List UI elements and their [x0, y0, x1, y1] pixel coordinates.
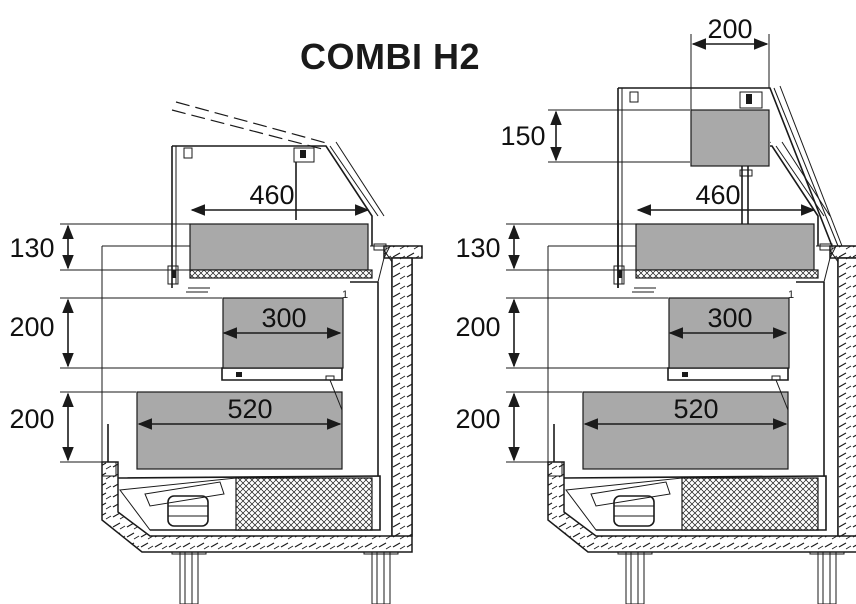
dim-top-height-right: 130	[455, 233, 500, 263]
dim-upper-width: 200	[707, 14, 752, 44]
left-cabinet-section: 460 300 520 130 200 200	[9, 101, 423, 604]
dim-mid-height: 200	[9, 312, 54, 342]
dim-bottom-width-right: 520	[673, 394, 718, 424]
dim-bottom-width: 520	[227, 394, 272, 424]
dim-top-height: 130	[9, 233, 54, 263]
dim-mid-width-right: 300	[707, 303, 752, 333]
dim-top-width: 460	[249, 180, 294, 210]
dim-mid-height-right: 200	[455, 312, 500, 342]
dim-mid-width: 300	[261, 303, 306, 333]
dim-bottom-height-right: 200	[455, 404, 500, 434]
right-cabinet-section: 200 150 460 300 520 130 200 200	[455, 14, 856, 604]
dim-upper-height: 150	[500, 121, 545, 151]
diagram-title: COMBI H2	[300, 36, 481, 77]
dim-bottom-height: 200	[9, 404, 54, 434]
dim-top-width-right: 460	[695, 180, 740, 210]
